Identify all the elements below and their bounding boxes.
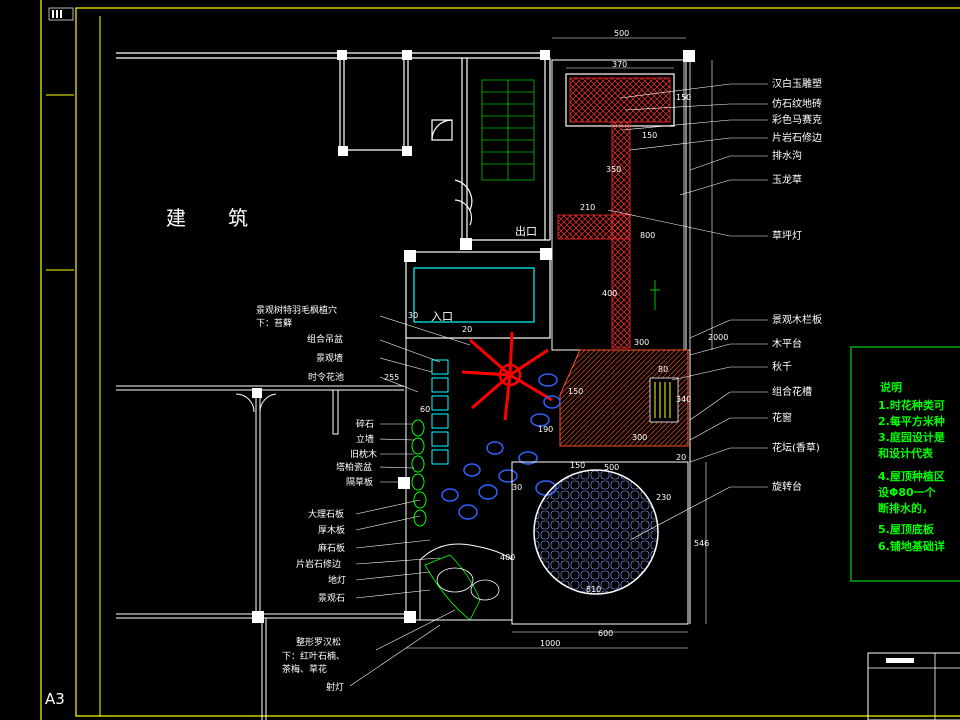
label-old-sleeper: 旧枕木 [350,448,377,460]
dim-60: 60 [420,405,430,414]
entry-label: 入口 [431,310,453,323]
dim-20: 20 [462,325,472,334]
label-cypress-pot: 塔柏瓷盆 [336,461,372,473]
building-label-1: 建 [166,206,186,230]
label-grass-divider: 隔草板 [346,476,373,488]
wood-deck [559,349,689,447]
notes-line-8: 5.屋顶底板 [878,522,935,536]
label-ground-lamp: 地灯 [328,574,346,586]
right-strip [551,59,691,351]
dimension-texts: 500 370 150 150 350 210 800 400 2000 300… [384,29,728,648]
label-railing: 景观木栏板 [772,313,822,326]
label-pine-1: 整形罗汉松 [296,636,341,648]
dim-30b: 30 [512,483,522,492]
label-deck: 木平台 [772,337,802,350]
label-spotlight: 射灯 [326,681,344,693]
notes-line-7: 断排水的， [878,501,933,515]
building-outline [116,52,551,241]
lower-building-outline [116,385,404,720]
dim-80: 80 [658,365,668,374]
notes-line-6: 设Φ80一个 [878,485,937,499]
dim-150b: 150 [642,131,657,140]
label-gravel: 碎石 [356,418,374,430]
dim-500: 500 [614,29,629,38]
sheet-size-label: A3 [45,690,65,708]
label-tree-pit-2: 下：苔藓 [256,317,292,329]
dim-800: 800 [640,231,655,240]
exit-label: 出口 [515,224,537,238]
dim-340: 340 [676,395,691,404]
label-pine-3: 茶梅、草花 [282,663,327,675]
label-mosaic: 彩色马赛克 [772,113,822,126]
notes-panel: 说明 1.时花种类可 2.每平方米种 3.庭园设计是 和设计代表 4.屋顶种植区… [850,346,960,582]
label-herb-bed: 花坛(香草) [772,441,820,454]
landscape-wall [431,359,449,465]
label-granite-slab: 麻石板 [318,542,345,554]
notes-line-3: 3.庭园设计是 [878,430,946,444]
notes-line-4: 和设计代表 [878,446,934,460]
label-stone-tile: 仿石纹地砖 [772,97,822,110]
label-planter-combo: 组合花槽 [772,385,812,398]
notes-line-5: 4.屋顶种植区 [878,469,945,483]
entry-room [405,251,551,339]
dim-230: 230 [656,493,671,502]
label-lawn-lamp: 草坪灯 [772,229,802,242]
hedge [411,419,427,527]
label-thick-timber: 厚木板 [318,524,345,536]
label-swing: 秋千 [772,360,792,373]
notes-line-1: 1.时花种类可 [878,398,945,412]
label-pine-2: 下：红叶石楠、 [282,650,345,662]
notes-title: 说明 [880,380,902,394]
dim-300b: 300 [632,433,647,442]
dim-150c: 150 [568,387,583,396]
dim-370: 370 [612,60,627,69]
dim-150d: 150 [570,461,585,470]
notes-line-9: 6.铺地基础详 [878,539,945,553]
notes-line-2: 2.每平方米种 [878,414,945,428]
label-marble-sculpture: 汉白玉雕塑 [772,77,822,90]
left-leader-lines [349,315,471,687]
dim-600: 600 [598,629,613,638]
label-slate-edge: 片岩石修边 [296,558,341,570]
feature-tree [461,331,553,421]
label-grass: 玉龙草 [772,173,802,186]
label-feature-rock: 景观石 [318,593,345,604]
dim-500b: 500 [604,463,619,472]
dim-546: 546 [694,539,709,548]
label-hanging-planter: 组合吊盆 [307,333,343,345]
dimension-lines [406,37,713,649]
label-slate-edging: 片岩石修边 [772,131,822,144]
dim-1000: 1000 [540,639,560,648]
stair [481,79,535,181]
label-rotating-platform: 旋转台 [772,480,802,493]
dim-400: 400 [602,289,617,298]
right-leader-lines [607,83,768,541]
dim-255: 255 [384,373,399,382]
dim-350: 350 [606,165,621,174]
label-upright-wall: 立墙 [356,433,374,445]
rotating-platform [511,461,689,625]
left-labels: 景观树特羽毛枫植穴 下：苔藓 组合吊盆 景观墙 时令花池 碎石 立墙 旧枕木 塔… [256,304,377,693]
dim-810: 810 [586,585,601,594]
label-tree-pit-1: 景观树特羽毛枫植穴 [256,304,337,316]
label-feature-wall: 景观墙 [316,352,343,364]
dim-300a: 300 [634,338,649,347]
dim-20b: 20 [676,453,686,462]
garden-boundary [405,338,691,624]
label-marble-slab: 大理石板 [308,508,344,520]
dim-30a: 30 [408,311,418,320]
dim-400b: 400 [500,553,515,562]
right-labels: 汉白玉雕塑 仿石纹地砖 彩色马赛克 片岩石修边 排水沟 玉龙草 草坪灯 景观木栏… [772,77,822,493]
label-seasonal-bed: 时令花池 [308,371,344,383]
dim-150a: 150 [676,93,691,102]
dim-2000: 2000 [708,333,728,342]
sw-planting [419,543,513,621]
label-window: 花窗 [772,411,792,424]
label-drain: 排水沟 [772,149,802,162]
dim-210: 210 [580,203,595,212]
building-label-2: 筑 [228,206,248,230]
dim-190: 190 [538,425,553,434]
